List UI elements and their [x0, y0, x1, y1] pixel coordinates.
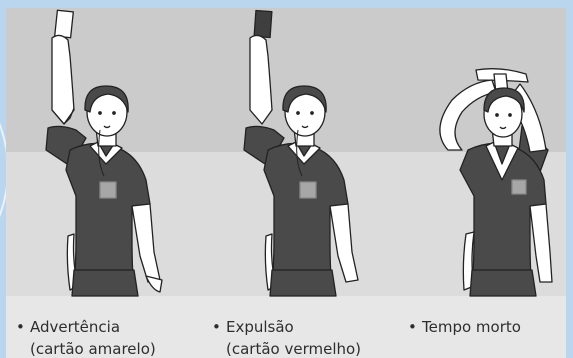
caption-warning: •Advertência (cartão amarelo)	[16, 316, 156, 358]
caption-title: Expulsão	[226, 318, 294, 336]
bullet: •	[408, 316, 422, 338]
caption-timeout: •Tempo morto	[408, 316, 521, 338]
bullet: •	[16, 316, 30, 338]
caption-expulsion: •Expulsão (cartão vermelho)	[212, 316, 361, 358]
badge	[300, 182, 316, 198]
caption-subtitle: (cartão amarelo)	[16, 338, 156, 358]
bullet: •	[212, 316, 226, 338]
card-dark	[254, 10, 272, 37]
badge	[100, 182, 116, 198]
caption-title: Tempo morto	[422, 318, 521, 336]
caption-title: Advertência	[30, 318, 120, 336]
badge	[512, 180, 526, 194]
caption-subtitle: (cartão vermelho)	[212, 338, 361, 358]
card-white	[55, 10, 74, 38]
